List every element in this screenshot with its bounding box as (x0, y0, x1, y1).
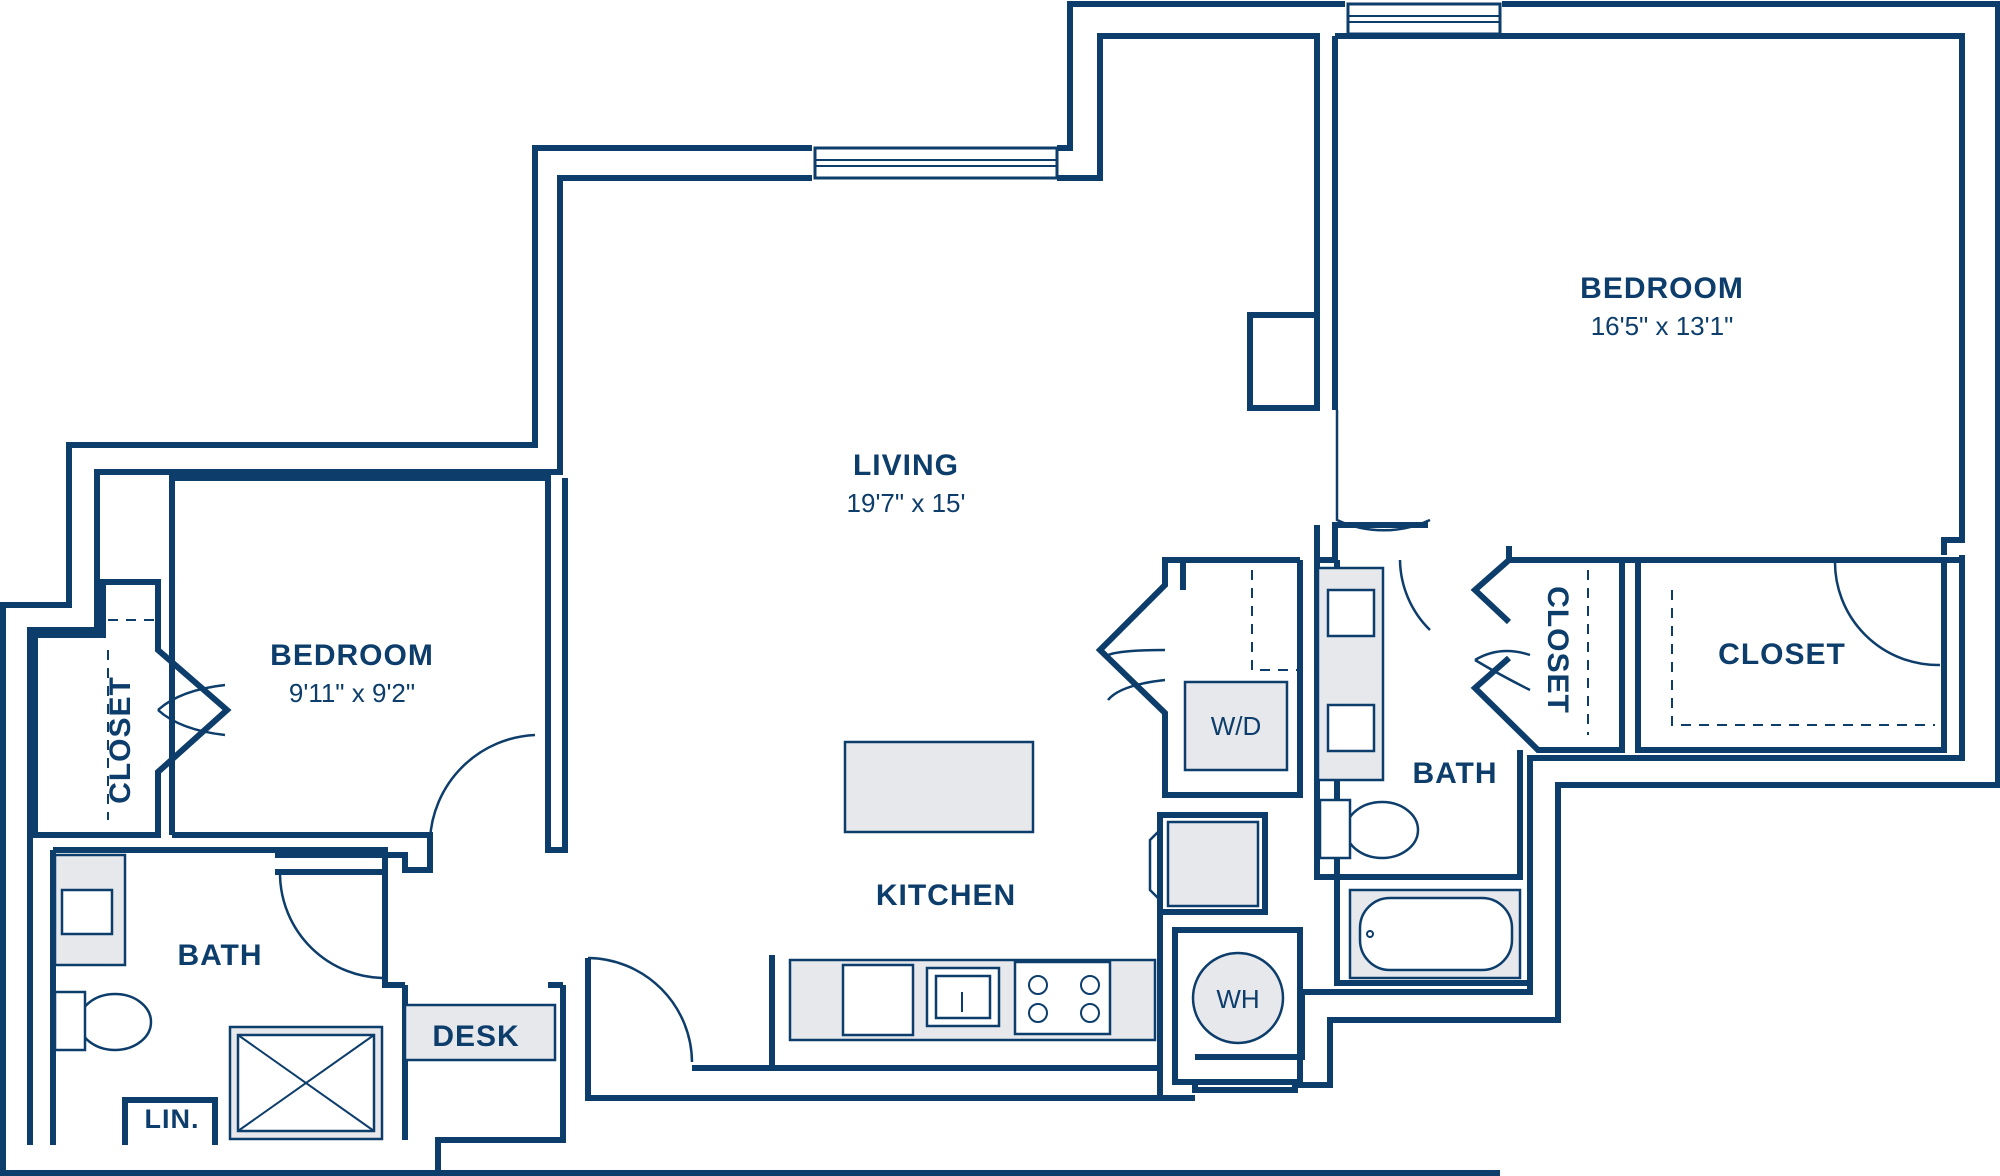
water-heater-label: WH (1216, 984, 1259, 1014)
dishwasher (841, 963, 915, 1037)
bedroom-main-dim: 16'5" x 13'1" (1591, 311, 1734, 341)
living-label: LIVING (853, 449, 959, 482)
bath-right-label: BATH (1412, 757, 1497, 790)
washer-dryer-label: W/D (1211, 711, 1262, 741)
doors (157, 410, 1941, 1063)
desk-label: DESK (432, 1020, 519, 1053)
washer-dryer (1183, 680, 1289, 772)
kitchen-island (843, 740, 1035, 834)
toilet-right (1344, 800, 1420, 860)
window-bedroom (1346, 2, 1502, 36)
bath-left-label: BATH (177, 939, 262, 972)
bedroom-second-dim: 9'11" x 9'2" (289, 678, 415, 708)
living-dim: 19'7" x 15' (847, 488, 966, 518)
closet-mid-label: CLOSET (1541, 586, 1574, 714)
cooktop (1013, 960, 1112, 1036)
window-living (813, 146, 1059, 180)
kitchen-label: KITCHEN (876, 879, 1016, 912)
refrigerator (1166, 820, 1260, 908)
closet-left-label: CLOSET (104, 676, 137, 804)
toilet-left (77, 992, 153, 1052)
bedroom-main-label: BEDROOM (1580, 272, 1744, 305)
bedroom-second-label: BEDROOM (270, 639, 434, 672)
closet-right-label: CLOSET (1718, 638, 1846, 671)
linen-label: LIN. (145, 1104, 200, 1134)
water-heater (1191, 951, 1285, 1045)
fixtures (53, 566, 1522, 1141)
desk (403, 1003, 557, 1062)
